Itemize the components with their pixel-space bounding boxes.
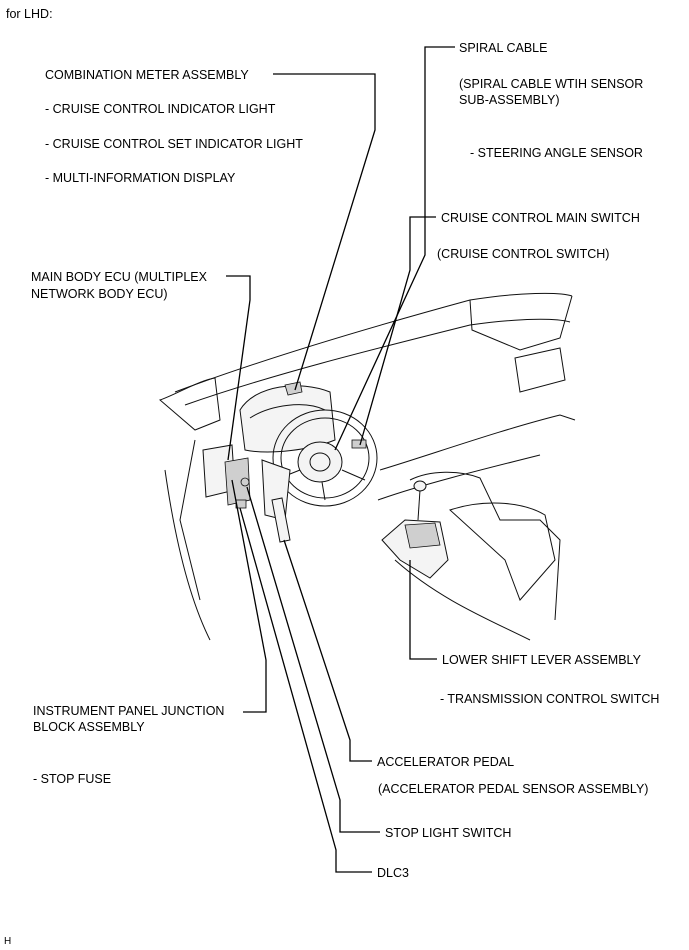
- dash-top-edge-2: [184, 318, 571, 406]
- label-stop-fuse: - STOP FUSE: [33, 772, 112, 786]
- dash-top-edge: [174, 292, 573, 393]
- label-spiral-cable: SPIRAL CABLE: [459, 41, 548, 55]
- dash-right-panel: [514, 347, 566, 393]
- dash-lower-line: [379, 414, 576, 471]
- cruise-switch-stalk: [351, 439, 367, 449]
- variant-label: for LHD:: [6, 7, 53, 21]
- meter-connector: [284, 381, 303, 396]
- leader-stop-light-switch: [246, 486, 380, 833]
- label-combination-meter: COMBINATION METER ASSEMBLY: [45, 68, 249, 82]
- leader-spiral-cable: [334, 46, 455, 451]
- label-accelerator-sensor: (ACCELERATOR PEDAL SENSOR ASSEMBLY): [378, 782, 649, 796]
- accelerator-pedal-shape: [271, 497, 291, 543]
- label-cruise-set-indicator: - CRUISE CONTROL SET INDICATOR LIGHT: [45, 137, 303, 151]
- label-spiral-cable-sub2: SUB-ASSEMBLY): [459, 93, 560, 107]
- leader-main-body-ecu: [226, 275, 251, 461]
- console-top: [409, 471, 561, 621]
- meter-detail: [249, 404, 326, 419]
- console-armrest: [449, 502, 556, 601]
- label-spiral-cable-sub1: (SPIRAL CABLE WTIH SENSOR: [459, 77, 644, 91]
- leader-ip-junction: [231, 479, 267, 713]
- label-transmission-switch: - TRANSMISSION CONTROL SWITCH: [440, 692, 660, 706]
- steering-wheel-outer: [272, 409, 378, 507]
- shift-knob: [413, 480, 427, 492]
- leader-cruise-main-switch: [359, 216, 436, 446]
- label-multi-info-display: - MULTI-INFORMATION DISPLAY: [45, 171, 236, 185]
- label-dlc3: DLC3: [377, 866, 409, 880]
- console-side: [394, 559, 531, 641]
- label-main-body-ecu-2: NETWORK BODY ECU): [31, 287, 168, 301]
- leader-combination-meter: [273, 73, 376, 391]
- label-cruise-indicator: - CRUISE CONTROL INDICATOR LIGHT: [45, 102, 276, 116]
- steering-hub: [297, 441, 343, 483]
- shift-lever-top: [404, 522, 441, 549]
- label-accelerator-pedal: ACCELERATOR PEDAL: [377, 755, 515, 769]
- leader-accelerator-pedal: [283, 539, 372, 762]
- label-stop-light-switch: STOP LIGHT SWITCH: [385, 826, 512, 840]
- left-lower-edge: [179, 439, 201, 601]
- stop-light-switch-body: [240, 477, 250, 487]
- dash-lower-line-2: [377, 454, 541, 501]
- left-pillar: [159, 377, 221, 431]
- label-lower-shift-lever: LOWER SHIFT LEVER ASSEMBLY: [442, 653, 641, 667]
- spiral-cable-body: [309, 452, 331, 472]
- label-ip-junction-2: BLOCK ASSEMBLY: [33, 720, 145, 734]
- leader-dlc3: [239, 507, 372, 873]
- label-steering-angle-sensor: - STEERING ANGLE SENSOR: [470, 146, 643, 160]
- junction-block: [224, 457, 251, 506]
- footer-mark: H: [4, 936, 12, 947]
- label-ip-junction-1: INSTRUMENT PANEL JUNCTION: [33, 704, 225, 718]
- leader-lower-shift-lever: [409, 560, 437, 660]
- label-main-body-ecu-1: MAIN BODY ECU (MULTIPLEX: [31, 270, 207, 284]
- left-door-edge: [164, 469, 211, 641]
- dash-right-vent: [469, 295, 573, 351]
- label-cruise-switch: (CRUISE CONTROL SWITCH): [437, 247, 610, 261]
- label-cruise-main-switch: CRUISE CONTROL MAIN SWITCH: [441, 211, 640, 225]
- meter-hood: [239, 385, 336, 453]
- shift-lever-knob-rod: [417, 489, 421, 521]
